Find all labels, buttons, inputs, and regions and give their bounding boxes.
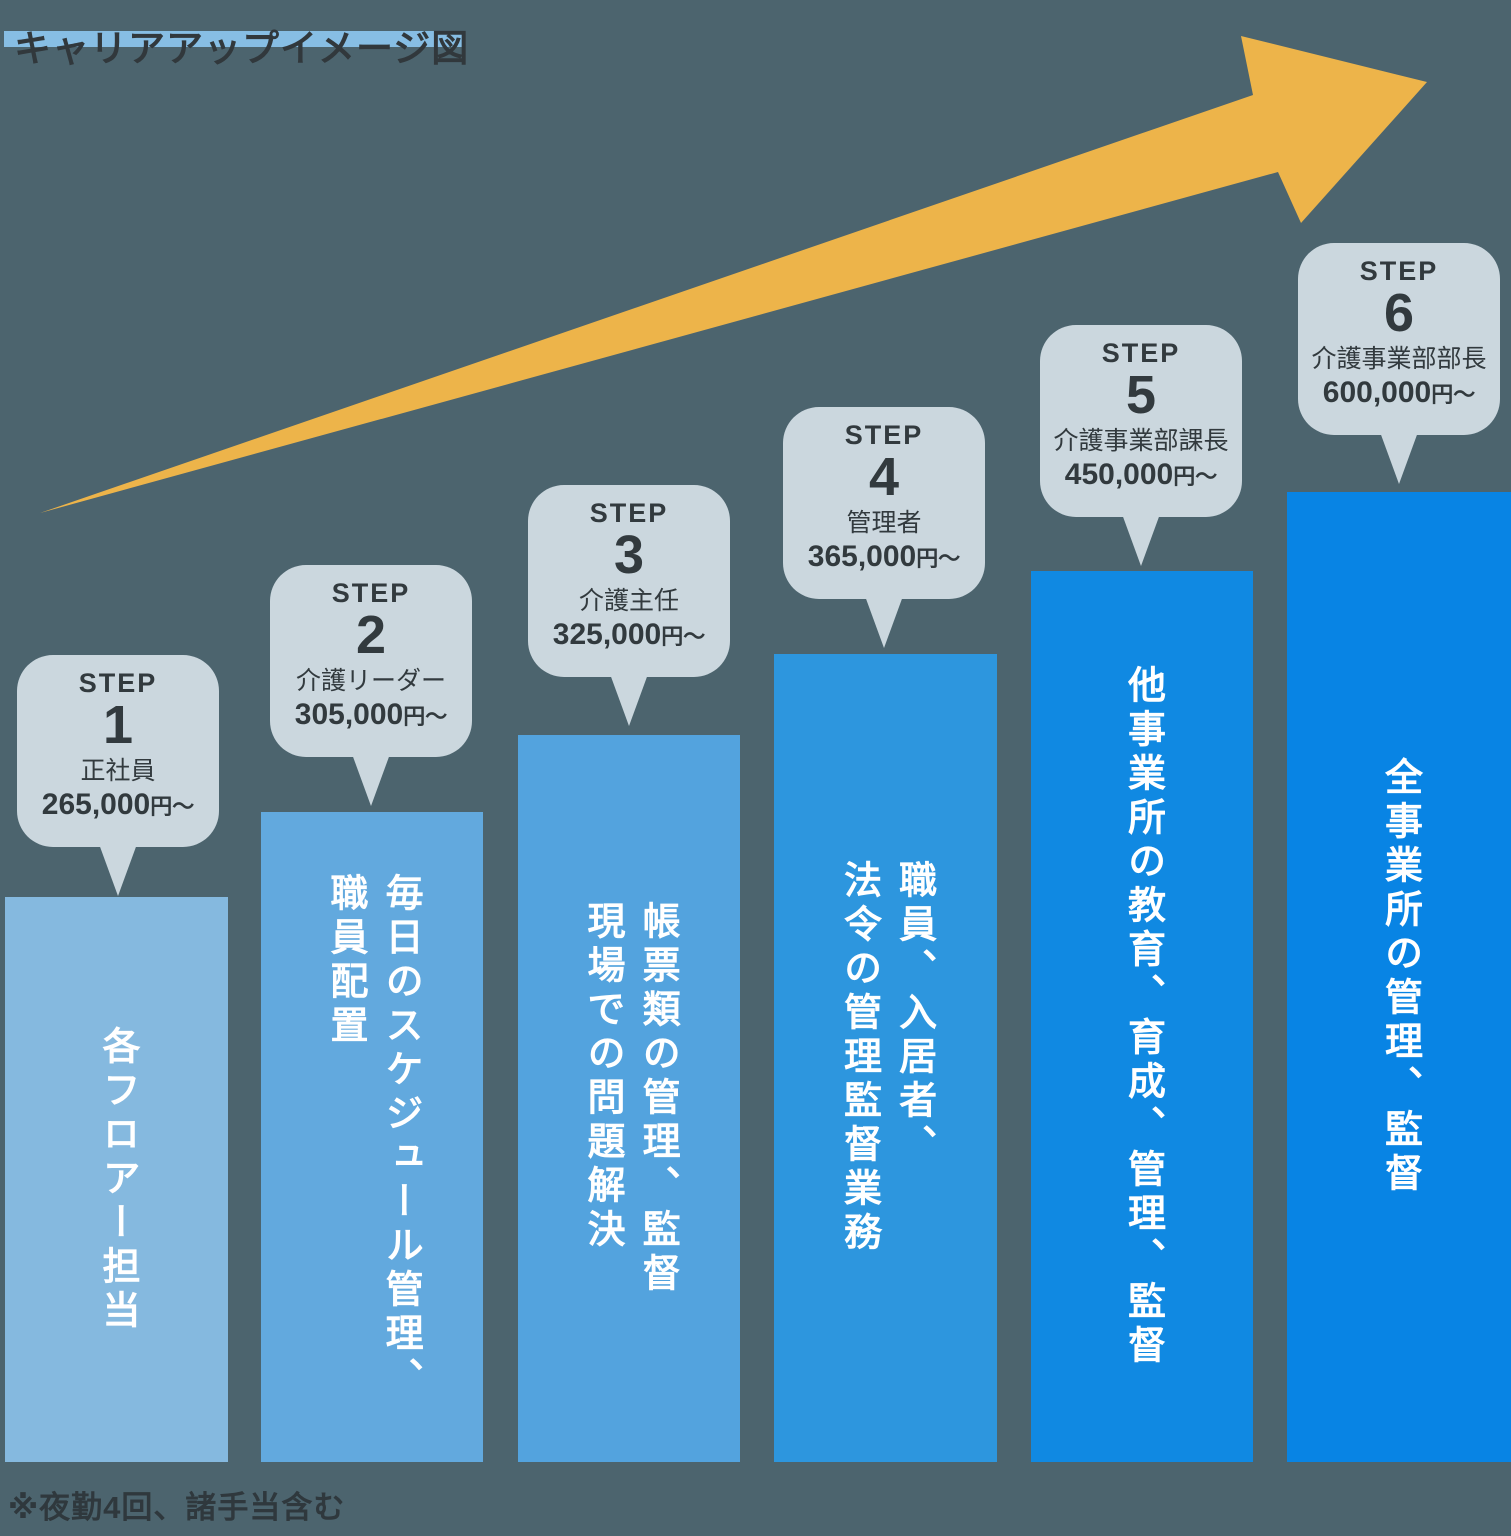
step-4-duties: 職員、入居者、 法令の管理監督業務	[837, 860, 935, 1256]
step-4-callout: STEP 4 管理者 365,000円〜	[783, 407, 985, 648]
step-6-bar: 全事業所の管理、監督	[1287, 492, 1511, 1462]
step-label: STEP	[1359, 256, 1439, 286]
step-2-duties: 毎日のスケジュール管理、 職員配置	[324, 873, 422, 1401]
step-label: STEP	[844, 420, 924, 450]
step-5-bar: 他事業所の教育、育成、管理、監督	[1031, 571, 1253, 1462]
step-title: 管理者	[846, 508, 922, 537]
step-title: 介護主任	[578, 586, 679, 615]
step-1-callout: STEP 1 正社員 265,000円〜	[17, 655, 219, 896]
step-2-bar: 毎日のスケジュール管理、 職員配置	[261, 812, 483, 1462]
title-highlight	[4, 31, 463, 47]
salary-suffix: 円〜	[150, 794, 195, 820]
step-3-bar: 帳票類の管理、監督 現場での問題解決	[518, 735, 740, 1462]
step-3-callout: STEP 3 介護主任 325,000円〜	[528, 485, 730, 726]
step-number: 2	[355, 605, 387, 665]
step-title: 介護事業部課長	[1053, 426, 1229, 455]
step-2-callout: STEP 2 介護リーダー 305,000円〜	[270, 565, 472, 806]
step-3-duties: 帳票類の管理、監督 現場での問題解決	[581, 900, 679, 1297]
step-title: 介護リーダー	[295, 666, 446, 695]
step-salary: 450,000円〜	[1065, 460, 1217, 490]
footnote: ※夜勤4回、諸手当含む	[8, 1490, 346, 1525]
step-number: 5	[1125, 365, 1157, 425]
step-number: 1	[102, 695, 134, 755]
callout-tail	[99, 844, 137, 896]
step-1-duties: 各フロアー担当	[96, 1025, 139, 1334]
step-6-callout: STEP 6 介護事業部部長 600,000円〜	[1298, 243, 1500, 484]
step-number: 3	[613, 525, 645, 585]
salary-amount: 305,000	[294, 698, 404, 732]
salary-suffix: 円〜	[1431, 382, 1476, 408]
salary-amount: 265,000	[41, 788, 151, 822]
step-salary: 265,000円〜	[42, 790, 194, 820]
step-5-duties: 他事業所の教育、育成、管理、監督	[1121, 664, 1164, 1369]
step-label: STEP	[1101, 338, 1181, 368]
callout-tail	[1380, 432, 1418, 484]
salary-amount: 365,000	[807, 540, 917, 574]
callout-tail	[1122, 514, 1160, 566]
salary-suffix: 円〜	[403, 704, 448, 730]
callout-tail	[610, 674, 648, 726]
salary-suffix: 円〜	[1173, 464, 1218, 490]
step-number: 4	[868, 447, 900, 507]
callout-tail	[865, 596, 903, 648]
salary-amount: 600,000	[1322, 376, 1432, 410]
step-label: STEP	[331, 578, 411, 608]
step-salary: 325,000円〜	[553, 620, 705, 650]
salary-suffix: 円〜	[916, 546, 961, 572]
callout-tail	[352, 754, 390, 806]
step-1-bar: 各フロアー担当	[5, 897, 228, 1462]
step-label: STEP	[78, 668, 158, 698]
step-5-callout: STEP 5 介護事業部課長 450,000円〜	[1040, 325, 1242, 566]
step-salary: 600,000円〜	[1323, 378, 1475, 408]
step-number: 6	[1383, 283, 1415, 343]
step-salary: 305,000円〜	[295, 700, 447, 730]
salary-amount: 325,000	[552, 618, 662, 652]
step-title: 介護事業部部長	[1311, 344, 1487, 373]
salary-suffix: 円〜	[661, 624, 706, 650]
step-label: STEP	[589, 498, 669, 528]
step-salary: 365,000円〜	[808, 542, 960, 572]
page-title: キャリアアップイメージ図	[14, 27, 470, 69]
step-title: 正社員	[80, 756, 156, 785]
salary-amount: 450,000	[1064, 458, 1174, 492]
step-6-duties: 全事業所の管理、監督	[1378, 757, 1421, 1197]
step-4-bar: 職員、入居者、 法令の管理監督業務	[774, 654, 997, 1462]
